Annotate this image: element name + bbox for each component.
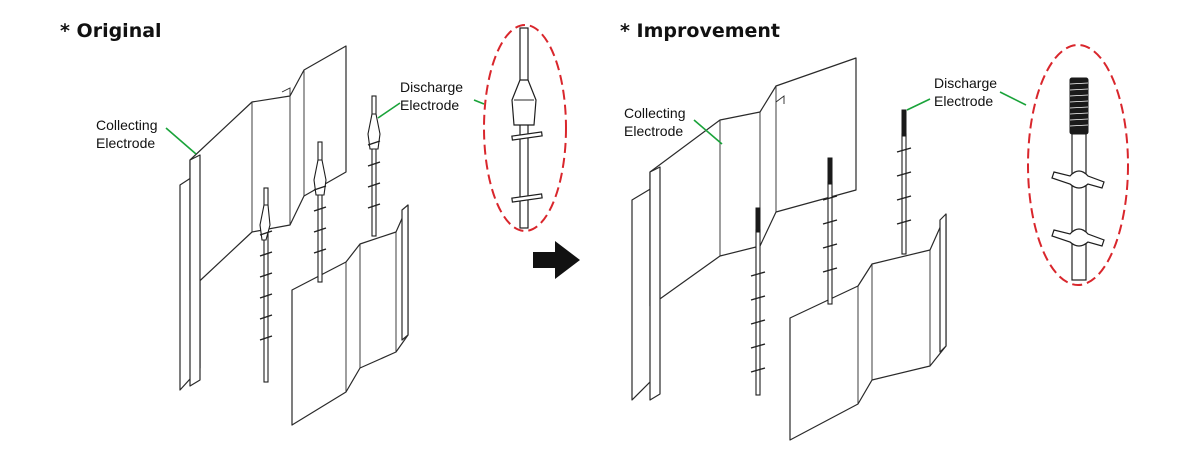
- original-front-collecting-plate: [291, 204, 409, 426]
- original-discharge-electrode-1: [259, 187, 273, 383]
- improvement-discharge-label: Discharge Electrode: [934, 75, 1001, 109]
- improvement-front-collecting-plate: [789, 213, 947, 441]
- original-collecting-leader: [165, 127, 197, 155]
- improvement-discharge-electrode-3: [896, 109, 912, 255]
- improvement-back-collecting-plate: [631, 57, 857, 401]
- improvement-discharge-electrode-1: [750, 207, 766, 396]
- original-title: * Original: [60, 20, 162, 42]
- original-discharge-leader: [377, 102, 401, 119]
- improvement-title: * Improvement: [620, 20, 780, 42]
- improvement-collecting-label: Collecting Electrode: [624, 105, 689, 139]
- improvement-detail-callout: [999, 44, 1129, 286]
- improvement-collecting-leader: [693, 119, 723, 145]
- right-arrow-icon: [533, 241, 580, 279]
- improvement-panel: * Improvement: [620, 20, 1129, 441]
- original-discharge-label: Discharge Electrode: [400, 79, 467, 113]
- improvement-discharge-electrode-2: [822, 157, 838, 305]
- original-detail-callout: [473, 24, 567, 232]
- original-collecting-label: Collecting Electrode: [96, 117, 161, 151]
- original-back-collecting-plate: [179, 45, 347, 391]
- original-discharge-electrode-3: [367, 95, 381, 237]
- original-panel: * Original: [60, 20, 567, 426]
- improvement-discharge-leader: [906, 98, 931, 111]
- original-discharge-electrode-2: [313, 141, 327, 283]
